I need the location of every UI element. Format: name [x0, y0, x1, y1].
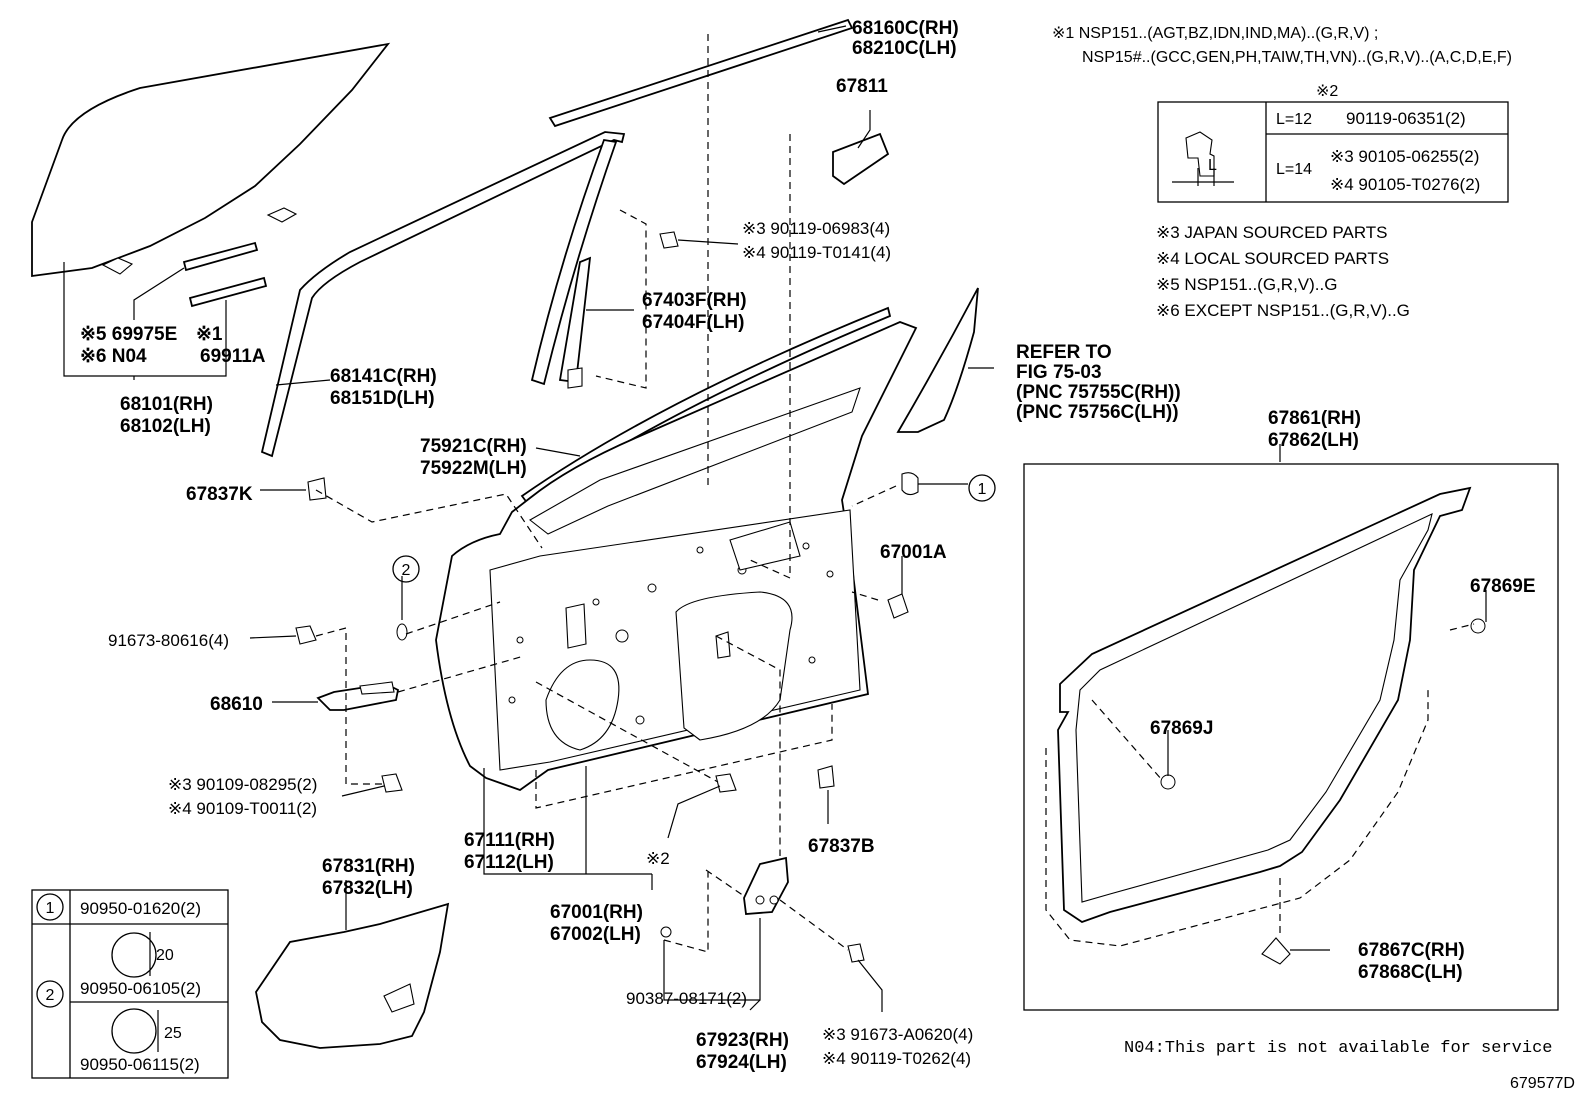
- legend-row-2-part-1: 90950-06105(2): [80, 979, 201, 998]
- label-68141c: 68141C(RH): [330, 366, 437, 387]
- label-67832: 67832(LH): [322, 878, 413, 899]
- label-67002: 67002(LH): [550, 924, 641, 945]
- note-6: ※6 EXCEPT NSP151..(G,R,V)..G: [1156, 301, 1410, 320]
- label-67404f: 67404F(LH): [642, 312, 744, 333]
- bolt-row-2-part-1: ※3 90105-06255(2): [1330, 147, 1479, 166]
- label-note-2-ref: ※2: [646, 849, 670, 868]
- note-1-line-2: NSP15#..(GCC,GEN,PH,TAIW,TH,VN)..(G,R,V)…: [1082, 49, 1512, 66]
- label-90109-08295: ※3 90109-08295(2): [168, 775, 317, 794]
- label-n04: ※6 N04: [80, 346, 147, 367]
- fasteners: [295, 231, 1486, 965]
- figure-id: 679577D: [1510, 1075, 1575, 1092]
- label-67111: 67111(RH): [464, 830, 555, 851]
- glass-channel-strips: [182, 241, 268, 308]
- label-68102: 68102(LH): [120, 416, 211, 437]
- note-4: ※4 LOCAL SOURCED PARTS: [1156, 249, 1389, 268]
- label-69911a: 69911A: [200, 346, 266, 367]
- label-67403f: 67403F(RH): [642, 290, 747, 311]
- label-67923: 67923(RH): [696, 1030, 789, 1051]
- label-67867c: 67867C(RH): [1358, 940, 1465, 961]
- bolt-dim-label: L: [1208, 157, 1217, 174]
- label-67861: 67861(RH): [1268, 408, 1361, 429]
- note-1-line-1: ※1 NSP151..(AGT,BZ,IDN,IND,MA)..(G,R,V) …: [1052, 25, 1378, 42]
- label-67001a: 67001A: [880, 542, 947, 563]
- bolt-length-table-frame: [1157, 101, 1509, 203]
- label-67811: 67811: [836, 76, 888, 97]
- legend-ref-2: 2: [46, 987, 55, 1004]
- label-67837b: 67837B: [808, 836, 875, 857]
- label-68151d: 68151D(LH): [330, 388, 435, 409]
- legend-row-1-part: 90950-01620(2): [80, 899, 201, 918]
- door-run-channel: [530, 138, 618, 386]
- n04-note: N04:This part is not available for servi…: [1124, 1039, 1552, 1058]
- weatherstrip-detail-frame: [1023, 463, 1559, 1011]
- label-75921c: 75921C(RH): [420, 436, 527, 457]
- label-67924: 67924(LH): [696, 1052, 787, 1073]
- label-refer-1: REFER TO: [1016, 342, 1112, 363]
- callout-2-label: 2: [402, 562, 411, 579]
- door-check: [316, 681, 400, 711]
- legend-ref-1: 1: [46, 900, 55, 917]
- callout-circle-1: [968, 474, 996, 502]
- label-67837k: 67837K: [186, 484, 253, 505]
- label-68160c: 68160C(RH): [852, 18, 959, 39]
- pillar-garnish: [896, 287, 979, 433]
- door-glass: [31, 42, 391, 278]
- label-90119-06983: ※3 90119-06983(4): [742, 219, 890, 238]
- label-67001: 67001(RH): [550, 902, 643, 923]
- note-5: ※5 NSP151..(G,R,V)..G: [1156, 275, 1337, 294]
- label-68610: 68610: [210, 694, 263, 715]
- cushion-block: [832, 132, 890, 186]
- bolt-row-2-length: L=14: [1276, 161, 1312, 178]
- callout-circle-2: [392, 555, 420, 583]
- note-2-heading: ※2: [1316, 83, 1338, 100]
- label-90387: 90387-08171(2): [626, 989, 747, 1008]
- label-90119-t0141: ※4 90119-T0141(4): [742, 243, 891, 262]
- label-90119-t0262: ※4 90119-T0262(4): [822, 1049, 971, 1068]
- hinge-bracket: [743, 856, 789, 915]
- label-68101: 68101(RH): [120, 394, 213, 415]
- label-69911a-mark: ※1: [196, 324, 223, 345]
- label-68210c: 68210C(LH): [852, 38, 957, 59]
- door-weatherstrip: [1057, 486, 1472, 923]
- label-91673-80616: 91673-80616(4): [108, 631, 229, 650]
- legend-table-frame: [31, 889, 229, 1079]
- callout-1-label: 1: [978, 481, 987, 498]
- label-67862: 67862(LH): [1268, 430, 1359, 451]
- label-75922m: 75922M(LH): [420, 458, 527, 479]
- dashed-assembly-lines: [315, 34, 1475, 953]
- top-outer-moulding: [548, 18, 854, 128]
- label-90109-t0011: ※4 90109-T0011(2): [168, 799, 317, 818]
- front-door-panel: [435, 321, 918, 792]
- label-67831: 67831(RH): [322, 856, 415, 877]
- label-67869j: 67869J: [1150, 718, 1213, 739]
- label-67112: 67112(LH): [464, 852, 554, 873]
- bolt-row-1-part: 90119-06351(2): [1346, 109, 1466, 128]
- legend-row-2-part-2: 90950-06115(2): [80, 1055, 200, 1074]
- label-67868c: 67868C(LH): [1358, 962, 1463, 983]
- label-refer-2: FIG 75-03: [1016, 362, 1102, 383]
- front-frame-moulding: [260, 131, 626, 458]
- leader-lines: [63, 25, 1487, 1012]
- legend-dim-25: 25: [164, 1025, 182, 1042]
- bolt-row-2-part-2: ※4 90105-T0276(2): [1330, 175, 1480, 194]
- note-3: ※3 JAPAN SOURCED PARTS: [1156, 223, 1388, 242]
- label-refer-3: (PNC 75755C(RH)): [1016, 382, 1181, 403]
- door-trim-board: [255, 902, 450, 1049]
- legend-dim-20: 20: [156, 947, 174, 964]
- label-refer-4: (PNC 75756C(LH)): [1016, 402, 1179, 423]
- label-91673-a0620: ※3 91673-A0620(4): [822, 1025, 973, 1044]
- label-69975e: ※5 69975E: [80, 324, 177, 345]
- bolt-row-1-length: L=12: [1276, 111, 1312, 128]
- label-67869e: 67869E: [1470, 576, 1536, 597]
